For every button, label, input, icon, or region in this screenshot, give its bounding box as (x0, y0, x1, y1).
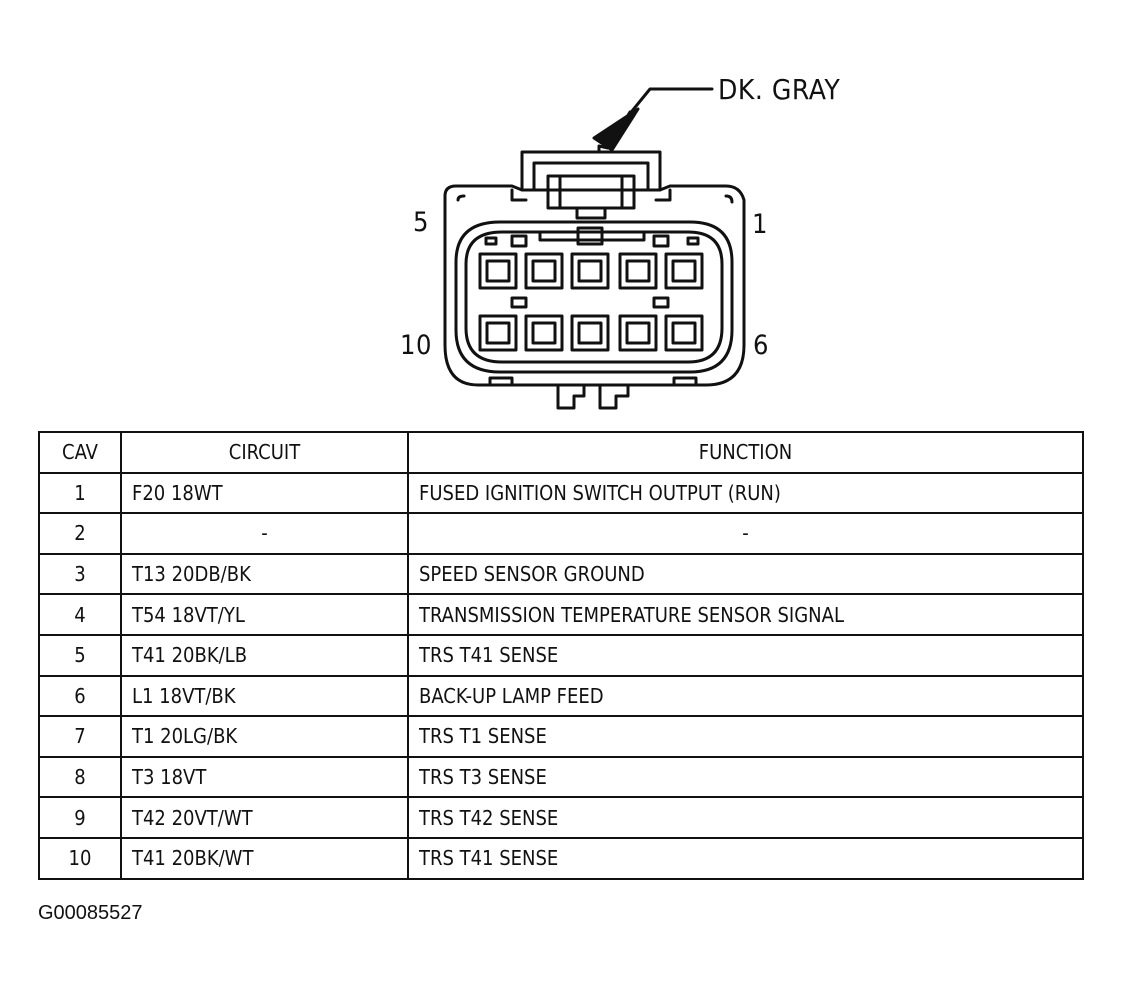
table-row: 7 T1 20LG/BK TRS T1 SENSE (38, 715, 1084, 758)
leader-arrow (592, 107, 640, 152)
figure-id: G00085527 (38, 902, 143, 924)
connector-housing (443, 184, 746, 387)
cell-circuit: T42 20VT/WT (120, 796, 409, 839)
cell-cav: 9 (38, 796, 122, 839)
table-row: 9 T42 20VT/WT TRS T42 SENSE (38, 796, 1084, 839)
cell-cav: 7 (38, 715, 122, 758)
cell-circuit: L1 18VT/BK (120, 674, 409, 718)
cell-function: - (407, 512, 1084, 555)
cell-function: FUSED IGNITION SWITCH OUTPUT (RUN) (407, 471, 1084, 515)
cell-circuit: T1 20LG/BK (120, 715, 409, 758)
connector-color-label: DK. GRAY (718, 73, 841, 106)
pinout-table: CAV CIRCUIT FUNCTION 1 F20 18WT FUSED IG… (38, 431, 1084, 880)
table-row: 6 L1 18VT/BK BACK-UP LAMP FEED (38, 674, 1084, 718)
cell-function: BACK-UP LAMP FEED (407, 674, 1084, 718)
connector-shroud (454, 220, 734, 374)
terminal-row-top (478, 252, 704, 290)
pin-label-1: 1 (752, 209, 768, 240)
cell-circuit: F20 18WT (120, 471, 409, 515)
cell-circuit: T13 20DB/BK (120, 552, 409, 596)
cell-cav: 8 (38, 755, 122, 799)
table-row: 2 - - (38, 512, 1084, 555)
connector-drawing (443, 87, 746, 410)
cell-function: TRS T1 SENSE (407, 715, 1084, 758)
cell-function: TRS T42 SENSE (407, 796, 1084, 839)
connector-diagram: DK. GRAY 5 1 10 6 (0, 0, 1121, 420)
pin-label-6: 6 (753, 330, 769, 361)
cell-function: TRANSMISSION TEMPERATURE SENSOR SIGNAL (407, 593, 1084, 636)
cell-cav: 6 (38, 674, 122, 718)
cell-circuit: T41 20BK/LB (120, 633, 409, 677)
header-cav: CAV (38, 431, 122, 474)
table-row: 4 T54 18VT/YL TRANSMISSION TEMPERATURE S… (38, 593, 1084, 636)
bottom-key-left (556, 383, 586, 410)
table-row: 10 T41 20BK/WT TRS T41 SENSE (38, 836, 1084, 880)
table-header-row: CAV CIRCUIT FUNCTION (38, 431, 1084, 474)
pin-label-10: 10 (400, 330, 432, 361)
cell-circuit: T54 18VT/YL (120, 593, 409, 636)
connector-latch (520, 150, 662, 192)
cell-cav: 3 (38, 552, 122, 596)
table-row: 1 F20 18WT FUSED IGNITION SWITCH OUTPUT … (38, 471, 1084, 515)
table-row: 3 T13 20DB/BK SPEED SENSOR GROUND (38, 552, 1084, 596)
cell-circuit: - (120, 512, 409, 555)
header-function: FUNCTION (407, 431, 1084, 474)
table-row: 8 T3 18VT TRS T3 SENSE (38, 755, 1084, 799)
terminal-row-bottom (478, 314, 704, 352)
cell-function: SPEED SENSOR GROUND (407, 552, 1084, 596)
cell-cav: 10 (38, 836, 122, 880)
bottom-key-right (598, 383, 630, 410)
cell-cav: 4 (38, 593, 122, 636)
cell-circuit: T3 18VT (120, 755, 409, 799)
leader-line (626, 87, 714, 118)
cell-function: TRS T41 SENSE (407, 633, 1084, 677)
pin-label-5: 5 (413, 207, 429, 238)
cell-cav: 2 (38, 512, 122, 555)
cell-function: TRS T41 SENSE (407, 836, 1084, 880)
header-circuit: CIRCUIT (120, 431, 409, 474)
cell-function: TRS T3 SENSE (407, 755, 1084, 799)
table-row: 5 T41 20BK/LB TRS T41 SENSE (38, 633, 1084, 677)
cell-circuit: T41 20BK/WT (120, 836, 409, 880)
cell-cav: 5 (38, 633, 122, 677)
cell-cav: 1 (38, 471, 122, 515)
